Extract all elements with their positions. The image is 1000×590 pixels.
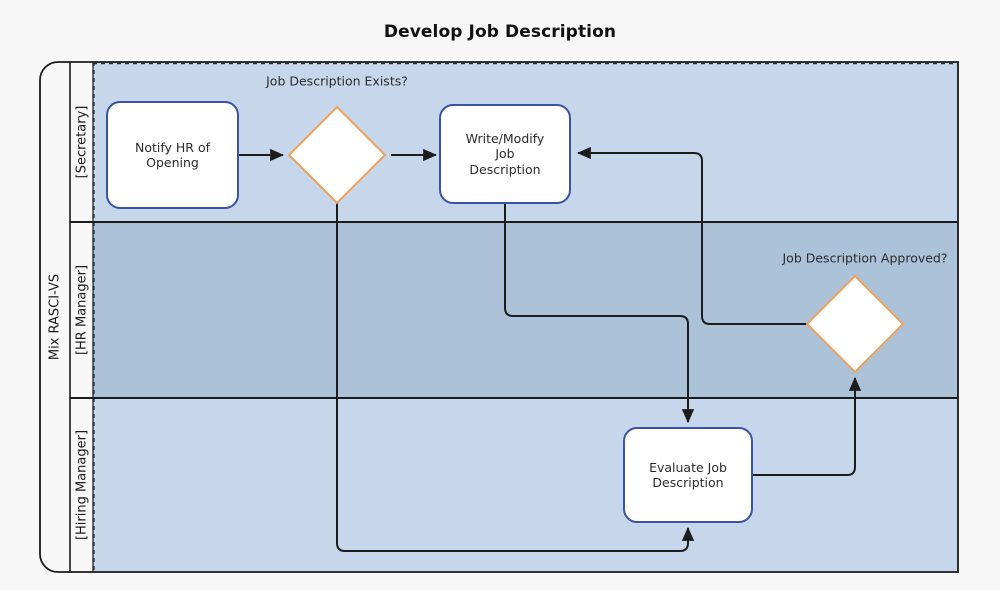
- pool-outline: [39, 61, 959, 573]
- sequence-flows: [238, 146, 862, 552]
- node-job-description-exists[interactable]: [287, 105, 387, 205]
- hit-write-modify-job-description[interactable]: [440, 105, 570, 203]
- node-job-description-approved[interactable]: [805, 274, 905, 374]
- flow-evaluate-to-approved: [752, 376, 862, 476]
- flow-nodes: [106, 101, 905, 523]
- hit-notify-hr-of-opening[interactable]: [107, 102, 238, 208]
- hit-job-description-approved[interactable]: [807, 276, 903, 372]
- pool-name-label: Mix RASCI-VS: [47, 273, 63, 361]
- hit-job-description-exists[interactable]: [289, 107, 385, 203]
- hit-evaluate-job-description[interactable]: [624, 428, 752, 522]
- lane-background-hr-manager: [93, 222, 958, 398]
- gateway-label-job-description-approved: Job Description Approved?: [782, 250, 948, 266]
- page-title: Develop Job Description: [383, 22, 617, 42]
- flow-approved-to-write: [576, 146, 807, 325]
- gateway-label-job-description-exists: Job Description Exists?: [266, 73, 408, 89]
- node-notify-hr-of-opening[interactable]: [106, 101, 239, 209]
- lane-label-hiring-manager: [Hiring Manager]: [74, 429, 89, 541]
- lane-label-hr-manager: [HR Manager]: [74, 264, 89, 356]
- lane-label-secretary: [Secretary]: [74, 105, 89, 179]
- flow-write-to-evaluate: [504, 203, 695, 424]
- lane-background-hiring-manager: [93, 398, 958, 572]
- node-write-modify-job-description[interactable]: [439, 104, 571, 204]
- node-evaluate-job-description[interactable]: [623, 427, 753, 523]
- flow-exists-to-evaluate: [336, 203, 695, 552]
